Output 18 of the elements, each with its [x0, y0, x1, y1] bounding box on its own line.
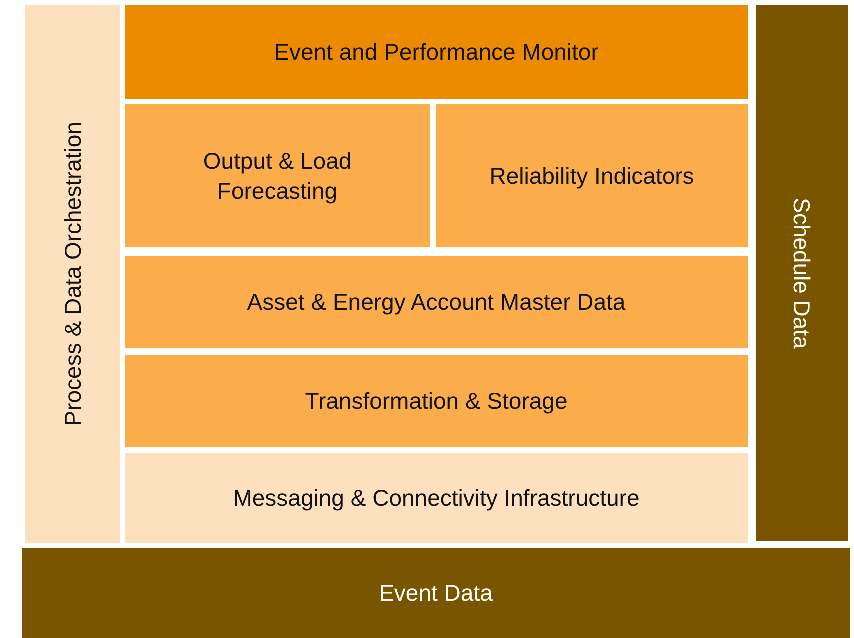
layer-label: Event Data [379, 579, 493, 608]
layer-label: Messaging & Connectivity Infrastructure [233, 484, 640, 513]
layer-block [756, 5, 848, 541]
layer-label: Asset & Energy Account Master Data [247, 288, 626, 317]
layer-label: Reliability Indicators [490, 162, 694, 190]
layer-block [125, 5, 748, 99]
layer-label: Output & Load Forecasting [202, 146, 353, 206]
layer-block [125, 453, 748, 543]
layer-block [125, 355, 748, 447]
layer-block [25, 5, 120, 543]
layer-label: Schedule Data [788, 198, 816, 348]
layer-label: Process & Data Orchestration [58, 122, 86, 426]
layer-block [436, 104, 748, 247]
layer-label: Transformation & Storage [305, 387, 568, 416]
layer-label: Event and Performance Monitor [274, 38, 599, 67]
layer-block [22, 548, 850, 638]
layer-block [125, 104, 430, 247]
layer-block [125, 256, 748, 348]
